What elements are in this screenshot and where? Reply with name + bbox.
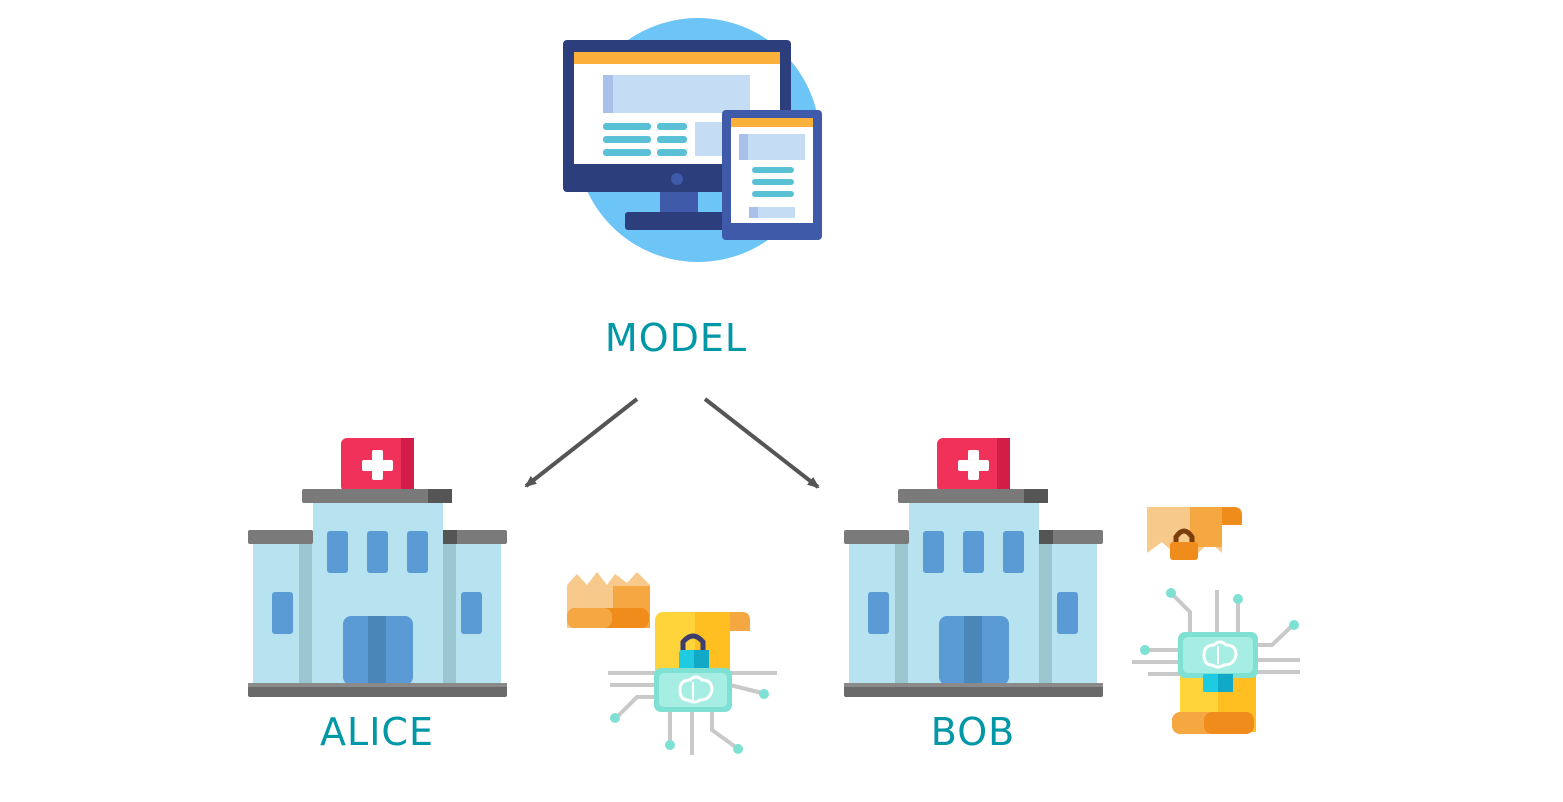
alice-encrypted-ai-data-icon bbox=[567, 572, 777, 755]
edge-model-to-alice bbox=[524, 397, 639, 488]
monitor-and-tablet-icon bbox=[563, 18, 822, 262]
bob-encrypted-ai-data-icon bbox=[1132, 507, 1300, 734]
model-label: MODEL bbox=[604, 316, 748, 360]
alice-hospital-building-icon bbox=[248, 438, 507, 697]
alice-label: ALICE bbox=[320, 710, 434, 754]
edge-model-to-bob bbox=[703, 397, 820, 489]
bob-hospital-building-icon bbox=[844, 438, 1103, 697]
bob-label: BOB bbox=[930, 710, 1016, 754]
